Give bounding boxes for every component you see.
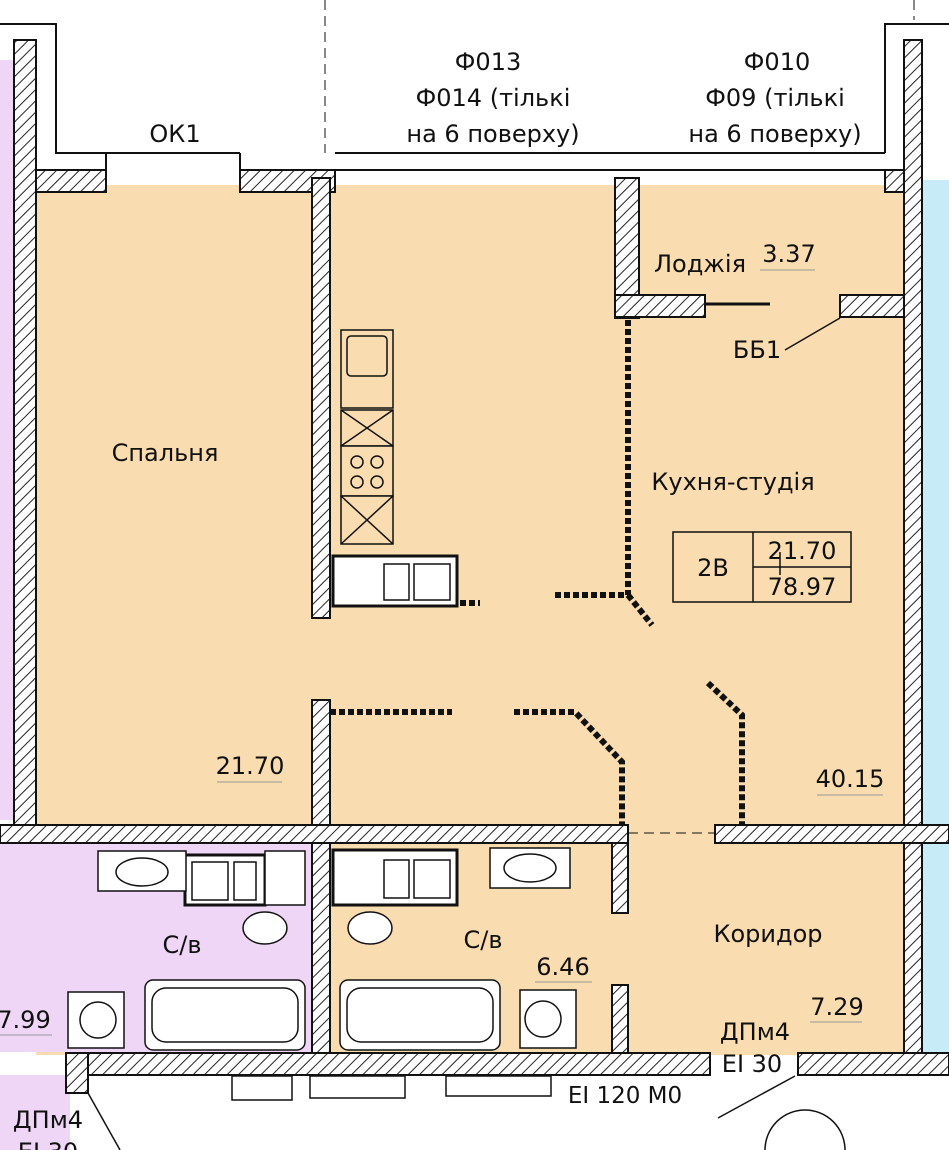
bedroom-area: 21.70 [216, 752, 285, 780]
corridor-area: 7.29 [810, 993, 863, 1021]
wall-right-lower [903, 842, 923, 1054]
neighbor-door-label: ДПм4 [13, 1106, 83, 1134]
window-f014-label: Ф014 (тількі [416, 84, 571, 112]
apartment-box [672, 531, 852, 603]
window-f014-note: на 6 поверху) [406, 120, 579, 148]
walls [0, 39, 949, 1094]
window-ok1-label: ОК1 [149, 120, 200, 148]
labels: ОК1 Ф013 Ф014 (тількі на 6 поверху) Ф010… [0, 48, 884, 1150]
entry-door-rating: EI 30 [722, 1050, 782, 1078]
wall-mid-horizontal [0, 824, 629, 844]
wall-loggia-bottom-right [839, 294, 907, 318]
wall-bottom-right [797, 1052, 949, 1076]
stair-arc [764, 1109, 846, 1150]
bb1-leader [784, 317, 841, 351]
bath-neighbor-area: 7.99 [0, 1006, 51, 1034]
wall-left-outer [13, 39, 37, 831]
dashed-partitions [330, 320, 745, 825]
entry-door-label: ДПм4 [720, 1018, 790, 1046]
wall-top-left [35, 169, 107, 193]
bath-main-label: С/в [464, 926, 503, 954]
wall-top-right [884, 169, 906, 193]
apartment-type: 2В [697, 554, 729, 582]
neighbor-right-strip [922, 180, 949, 1060]
toilet-icon [347, 911, 393, 945]
bath-main-area: 6.46 [536, 953, 589, 981]
bedroom-label: Спальня [112, 439, 219, 467]
neighbor-left-strip [0, 60, 14, 820]
bathroom-fixtures [67, 847, 577, 1051]
wall-bottom-left-stub [65, 1052, 89, 1094]
window-f09-label: Ф09 (тількі [705, 84, 845, 112]
wall-mid-horizontal-right [714, 824, 949, 844]
kitchen-area: 40.15 [816, 765, 885, 793]
wall-bedroom-kitchen [311, 177, 331, 619]
kitchen-furniture [331, 329, 459, 608]
bath-neighbor-label: С/в [163, 931, 202, 959]
wall-right-outer [903, 39, 923, 831]
wall-bottom [69, 1052, 711, 1076]
stove-icon [340, 445, 394, 497]
window-f09-note: на 6 поверху) [688, 120, 861, 148]
door-leader-left [87, 1092, 121, 1150]
wall-rating: EI 120 M0 [568, 1083, 682, 1109]
wall-corridor-stub [611, 984, 629, 1056]
neighbor-door-rating: EI 30 [18, 1138, 78, 1150]
window-f013-label: Ф013 [455, 48, 521, 76]
apartment-living-area: 21.70 [768, 537, 837, 565]
wall-bath-divider [611, 842, 629, 914]
corridor-label: Коридор [713, 920, 822, 948]
toilet-icon [242, 911, 288, 945]
window-f010-label: Ф010 [744, 48, 810, 76]
loggia-area: 3.37 [762, 240, 815, 268]
wall-bedroom-kitchen-lower [311, 699, 331, 1056]
kitchen-label: Кухня-студія [651, 468, 814, 496]
misc-lines [87, 302, 846, 1150]
wall-loggia-bottom-left [614, 294, 706, 318]
window-lines [0, 0, 949, 190]
apartment-total-area: 78.97 [768, 573, 837, 601]
neighbor-bottom-left [0, 1075, 70, 1150]
door-leader [717, 1075, 796, 1119]
area-underlines [0, 269, 883, 1036]
loggia-label: Лоджія [654, 250, 746, 278]
bb1-label: ББ1 [733, 336, 781, 364]
